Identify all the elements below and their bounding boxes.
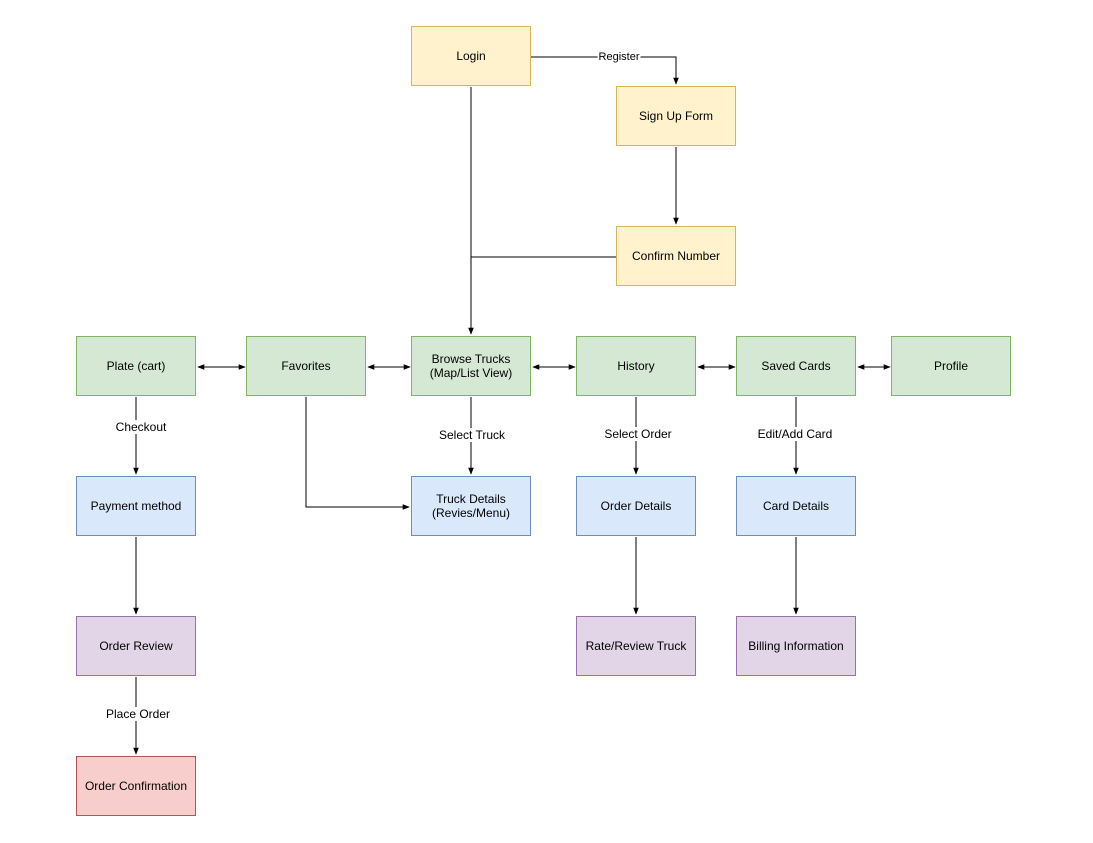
edge-favorites-truckdetails [305, 397, 410, 510]
edge-label-place-order: Place Order [104, 707, 172, 721]
edge-label-checkout: Checkout [114, 420, 168, 434]
edge-login-signup [531, 56, 679, 85]
node-rate-review-truck: Rate/Review Truck [576, 616, 696, 676]
node-order-confirmation: Order Confirmation [76, 756, 196, 816]
edge-label-select-truck: Select Truck [437, 428, 507, 442]
node-browse-trucks: Browse Trucks (Map/List View) [411, 336, 531, 396]
node-confirm-number: Confirm Number [616, 226, 736, 286]
node-order-review: Order Review [76, 616, 196, 676]
node-sign-up-form: Sign Up Form [616, 86, 736, 146]
edge-label-edit-add-card: Edit/Add Card [756, 427, 834, 441]
node-order-details: Order Details [576, 476, 696, 536]
node-plate-cart: Plate (cart) [76, 336, 196, 396]
edge-label-select-order: Select Order [603, 427, 673, 441]
node-truck-details: Truck Details (Revies/Menu) [411, 476, 531, 536]
edge-label-register: Register [597, 50, 641, 64]
node-history: History [576, 336, 696, 396]
node-saved-cards: Saved Cards [736, 336, 856, 396]
node-favorites: Favorites [246, 336, 366, 396]
node-login: Login [411, 26, 531, 86]
node-profile: Profile [891, 336, 1011, 396]
node-billing-information: Billing Information [736, 616, 856, 676]
node-card-details: Card Details [736, 476, 856, 536]
node-payment-method: Payment method [76, 476, 196, 536]
